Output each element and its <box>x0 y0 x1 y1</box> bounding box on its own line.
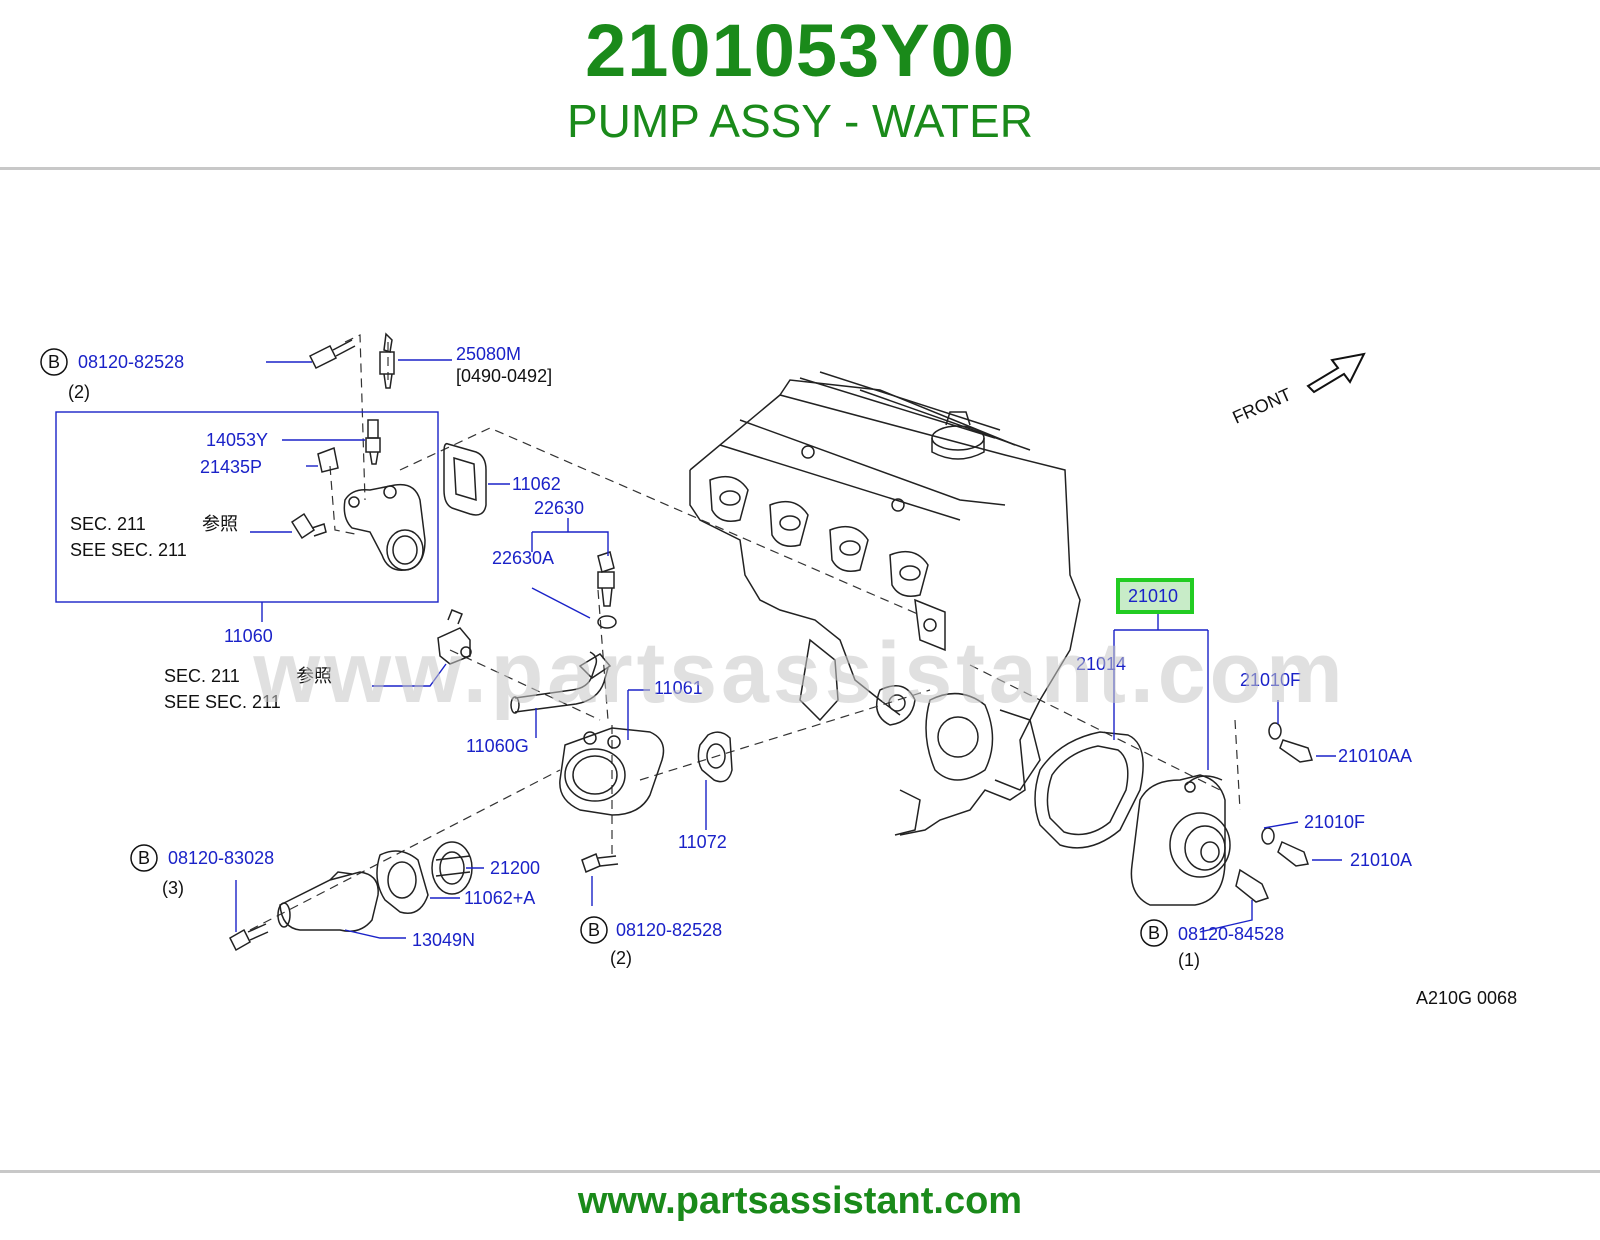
label-11060[interactable]: 11060 <box>224 626 273 646</box>
footer-divider <box>0 1170 1600 1173</box>
label-14053y[interactable]: 14053Y <box>206 430 268 450</box>
pump-bolts-drawing <box>1235 722 1313 903</box>
parts-diagram: FRONT <box>0 172 1600 1167</box>
washer-21435p-drawing <box>317 446 339 473</box>
label-08120-84528[interactable]: 08120-84528 <box>1178 924 1284 944</box>
leader-lines <box>55 359 1342 939</box>
pipe-11060g-drawing <box>510 651 612 714</box>
label-08120-82528-bottom[interactable]: 08120-82528 <box>616 920 722 940</box>
label-21010[interactable]: 21010 <box>1128 586 1178 606</box>
gasket-21014-drawing <box>1034 731 1144 849</box>
water-inlet-11061-drawing <box>559 727 665 816</box>
part-number-title: 2101053Y00 <box>585 9 1015 92</box>
gasket-11062-top-drawing <box>443 442 487 516</box>
bolt-bottom-left-drawing <box>229 923 269 952</box>
label-21200[interactable]: 21200 <box>490 858 540 878</box>
label-21435p[interactable]: 21435P <box>200 457 262 477</box>
label-21010f-bottom[interactable]: 21010F <box>1304 812 1365 832</box>
label-qty-2-top: (2) <box>68 382 90 402</box>
label-13049n[interactable]: 13049N <box>412 930 475 950</box>
bolt-marker-b-1: B <box>48 352 60 372</box>
label-08120-82528-top[interactable]: 08120-82528 <box>78 352 184 372</box>
connector-sec211-drawing <box>290 512 327 540</box>
water-pump-21010-drawing <box>1130 774 1231 906</box>
label-see-sec-211-2: SEE SEC. 211 <box>164 692 281 712</box>
label-08120-83028[interactable]: 08120-83028 <box>168 848 274 868</box>
label-25080m-range: [0490-0492] <box>456 366 552 386</box>
label-22630[interactable]: 22630 <box>534 498 584 518</box>
front-label: FRONT <box>1229 384 1294 427</box>
sensor-25080m-drawing <box>379 332 395 389</box>
inlet-13049n-drawing <box>277 871 379 932</box>
bolt-marker-b-4: B <box>1148 923 1160 943</box>
gasket-11072-drawing <box>697 731 733 783</box>
label-11062-top[interactable]: 11062 <box>512 474 561 494</box>
footer-url-link[interactable]: www.partsassistant.com <box>577 1180 1023 1222</box>
bolt-marker-b-3: B <box>588 920 600 940</box>
label-qty-3: (3) <box>162 878 184 898</box>
label-11060g[interactable]: 11060G <box>466 736 529 756</box>
label-21014[interactable]: 21014 <box>1076 654 1126 674</box>
front-arrow-icon <box>1306 352 1366 394</box>
header-divider <box>0 167 1600 170</box>
highlight-box-21010 <box>1116 578 1194 614</box>
connector-sec211-lower-drawing <box>437 609 472 665</box>
header: 2101053Y00 PUMP ASSY - WATER <box>0 0 1600 168</box>
label-21010a[interactable]: 21010A <box>1350 850 1412 870</box>
bolt-marker-icon-2 <box>130 844 158 872</box>
label-11062a[interactable]: 11062+A <box>464 888 535 908</box>
diagram-code: A210G 0068 <box>1416 988 1517 1008</box>
label-11061[interactable]: 11061 <box>654 678 703 698</box>
bolt-marker-icon-1 <box>40 348 68 376</box>
label-22630a[interactable]: 22630A <box>492 548 554 568</box>
label-sec-211-1: SEC. 211 <box>70 514 146 534</box>
sensor-14053y-drawing <box>365 419 381 465</box>
engine-block-drawing <box>689 371 1081 836</box>
label-qty-2-bottom: (2) <box>610 948 632 968</box>
label-21010f-top[interactable]: 21010F <box>1240 670 1301 690</box>
bolt-top-left-drawing <box>308 339 356 370</box>
bolt-marker-icon-3 <box>580 916 608 944</box>
label-11072[interactable]: 11072 <box>678 832 727 852</box>
label-21010aa[interactable]: 21010AA <box>1338 746 1412 766</box>
sensor-22630-drawing <box>597 551 617 629</box>
label-see-sec-211-1: SEE SEC. 211 <box>70 540 187 560</box>
diagram-canvas: FRONT <box>40 332 1517 1008</box>
gasket-11062a-drawing <box>376 850 429 914</box>
label-sec-211-2: SEC. 211 <box>164 666 240 686</box>
bolt-marker-b-2: B <box>138 848 150 868</box>
label-ref-jp-2: 参照 <box>296 666 332 686</box>
label-qty-1: (1) <box>1178 950 1200 970</box>
watermark-text: www.partsassistant.com <box>253 625 1347 721</box>
bolt-bottom-middle-drawing <box>581 852 619 874</box>
bolt-marker-icons <box>40 348 1168 947</box>
assembly-dashed-lines <box>249 334 1241 931</box>
label-25080m[interactable]: 25080M <box>456 344 521 364</box>
part-name-subtitle: PUMP ASSY - WATER <box>566 95 1034 147</box>
bolt-marker-icon-4 <box>1140 919 1168 947</box>
water-outlet-11060-drawing <box>343 483 426 571</box>
label-ref-jp-1: 参照 <box>202 514 238 534</box>
